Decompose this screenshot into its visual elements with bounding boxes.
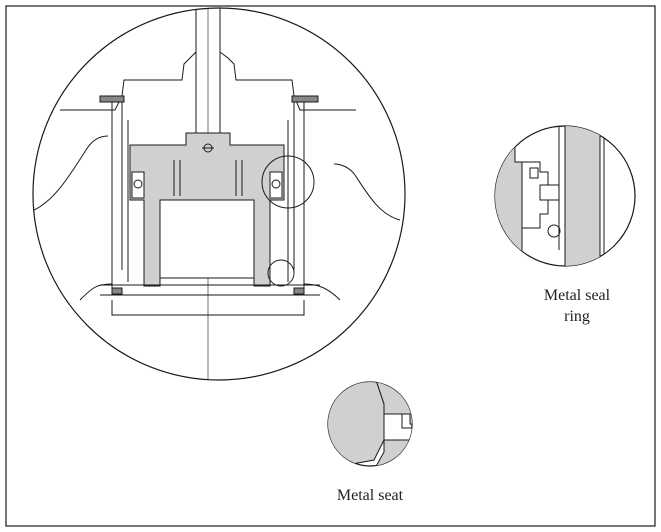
valve-cross-section-detail [32, 7, 406, 381]
metal-seal-ring-label-line1: Metal seal [544, 287, 611, 304]
metal-seal-ring-detail [494, 125, 636, 267]
metal-seat-label: Metal seat [337, 487, 404, 504]
metal-seal-ring-label-line2: ring [564, 308, 590, 325]
metal-seat-detail [327, 381, 413, 467]
